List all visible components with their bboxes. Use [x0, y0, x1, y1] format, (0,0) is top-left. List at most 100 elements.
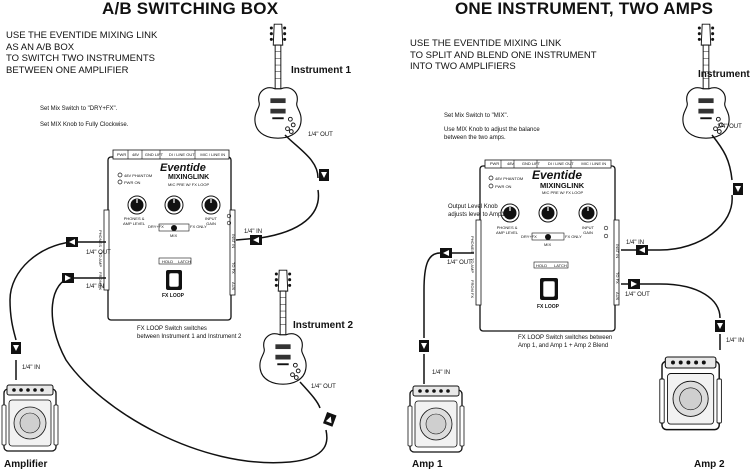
port-label: MIC / LINE IN [200, 152, 226, 157]
label-amp-1: Amp 1 [412, 459, 443, 470]
port-label: GND LIFT [144, 152, 164, 157]
jack-pedal-in-left [250, 235, 262, 245]
cables-right [423, 134, 733, 384]
left-description: USE THE EVENTIDE MIXING LINK AS AN A/B B… [6, 30, 158, 76]
pedal-right-fxloop: FX LOOP [537, 304, 559, 310]
pedal-left-fxloop: FX LOOP [162, 293, 184, 299]
label-amplifier: Amplifier [4, 459, 48, 470]
guitar-instrument-1 [254, 23, 302, 139]
pedal-left-led1: 48V PHANTOM [124, 173, 153, 178]
pedal-left [103, 149, 236, 321]
left-fxloop-note: FX LOOP Switch switches between Instrume… [137, 326, 242, 340]
pedal-right-knob1-label: PHONES & AMP LEVEL [496, 225, 519, 235]
pedal-right-side-port-phones: PHONES [470, 236, 475, 253]
jack-to-amp-left [66, 237, 78, 247]
pedal-left-side-port-to-amp: TO AMP [98, 252, 103, 268]
jack-from-fx-left [62, 273, 74, 283]
label-instrument-1: Instrument 1 [291, 65, 352, 76]
pedal-left-knob2-label: INPUT GAIN [205, 216, 217, 226]
pedal-right-hold: HOLD [536, 263, 548, 268]
label-instrument-right: Instrument [698, 69, 750, 80]
pedal-left-side-port-from-fx: FROM FX [98, 272, 103, 290]
pedal-left-knob1-label: PHONES & AMP LEVEL [123, 216, 146, 226]
port-label: MIC / LINE IN [581, 161, 607, 166]
pedal-left-model: MIXINGLINK [168, 174, 210, 181]
jack-amp2-in [715, 320, 725, 332]
pedal-right-side-port-to-fx: TO FX [615, 272, 620, 284]
pedal-right-brand: Eventide [532, 168, 583, 182]
right-note-mix-switch: Set Mix Switch to "MIX". [444, 113, 509, 119]
label-amp1-in: 1/4" IN [432, 370, 451, 376]
label-amp-in-left: 1/4" IN [22, 365, 41, 371]
pedal-right-mix: MIX [544, 242, 552, 247]
jack-to-amp2 [628, 279, 640, 289]
right-fxloop-note: FX LOOP Switch switches between Amp 1, a… [518, 335, 613, 349]
pedal-right-model: MIXINGLINK [540, 181, 585, 190]
left-title: A/B SWITCHING BOX [102, 0, 279, 18]
pedal-left-brand: Eventide [160, 162, 206, 174]
jack-to-amp1 [440, 248, 452, 258]
pedal-left-side-port-aux: AUX [231, 282, 236, 291]
right-output-note: Output Level Knob adjusts level to Amp1. [448, 204, 507, 218]
amplifier-1 [407, 385, 465, 453]
port-label: 48V [506, 161, 515, 166]
jack-amp-in-left [11, 342, 21, 354]
label-pedal-in-right: 1/4" IN [626, 240, 645, 246]
port-label: PWR [489, 161, 500, 166]
pedal-left-mix: MIX [170, 233, 178, 238]
pedal-right-knob2-label: INPUT GAIN [582, 225, 594, 235]
port-label: DI / LINE OUT [168, 152, 195, 157]
label-amp2-out: 1/4" OUT [625, 292, 650, 298]
pedal-right-switch-right: FX ONLY [565, 234, 582, 239]
label-amp-2: Amp 2 [694, 459, 725, 470]
label-pedal-out-left: 1/4" OUT [86, 250, 111, 256]
port-label: DI / LINE OUT [547, 161, 574, 166]
pedal-left-side-port-to-fx: TO FX [231, 262, 236, 274]
left-note-mix-switch: Set Mix Switch to "DRY+FX". [40, 106, 118, 112]
jack-inst-out-right [733, 183, 743, 195]
pedal-left-switch-left: DRY+FX [148, 224, 164, 229]
pedal-left-subtitle: MIC PRE W/ FX LOOP [168, 182, 210, 187]
pedal-right-led1: 48V PHANTOM [495, 176, 524, 181]
pedal-left-switch-right: FX ONLY [190, 224, 207, 229]
label-amp1-out: 1/4" OUT [447, 260, 472, 266]
pedal-right-led2: PWR ON [495, 184, 512, 189]
jack-amp1-in [419, 340, 429, 352]
jack-inst1-out [319, 169, 329, 181]
guitar-instrument-right [682, 23, 730, 139]
pedal-right [475, 159, 620, 332]
cables-left [9, 134, 328, 464]
pedal-left-led2: PWR ON [124, 180, 141, 185]
pedal-right-side-port-aux: AUX [615, 292, 620, 301]
pedal-right-subtitle: MIC PRE W/ FX LOOP [542, 190, 584, 195]
pedal-left-side-port-phones: PHONES [98, 230, 103, 247]
right-description: USE THE EVENTIDE MIXING LINK TO SPLIT AN… [410, 38, 597, 72]
label-inst2-out: 1/4" OUT [311, 384, 336, 390]
label-pedal-fx-in-left: 1/4" IN [86, 284, 105, 290]
pedal-left-hold: HOLD [162, 259, 174, 264]
pedal-right-latch: LATCH [554, 263, 567, 268]
amplifier-2 [659, 356, 723, 431]
port-label: PWR [116, 152, 127, 157]
port-label: GND LIFT [521, 161, 541, 166]
pedal-right-side-port-from-fx: FROM FX [470, 280, 475, 298]
left-note-mix-knob: Set MIX Knob to Fully Clockwise. [40, 122, 129, 128]
pedal-left-top-ports: PWR 48V GND LIFT DI / LINE OUT MIC / LIN… [114, 152, 228, 157]
label-inst-out-right: 1/4" OUT [717, 124, 742, 130]
label-amp2-in: 1/4" IN [726, 338, 745, 344]
pedal-left-latch: LATCH [178, 259, 191, 264]
jack-inst2-out [323, 412, 337, 427]
right-note-mix-knob: Use MIX Knob to adjust the balance betwe… [444, 127, 540, 141]
pedal-right-top-ports: PWR 48V GND LIFT DI / LINE OUT MIC / LIN… [486, 161, 610, 166]
label-pedal-in-left: 1/4" IN [244, 229, 263, 235]
pedal-right-switch-left: DRY+FX [521, 234, 537, 239]
pedal-left-side-port-inst-in: INST IN [231, 234, 236, 249]
label-inst1-out: 1/4" OUT [308, 132, 333, 138]
jack-pedal-in-right [636, 245, 648, 255]
amplifier-left [1, 384, 59, 452]
port-label: 48V [131, 152, 140, 157]
pedal-right-side-port-to-amp: TO AMP [470, 258, 475, 274]
pedal-right-side-port-inst-in: INST IN [615, 244, 620, 259]
label-instrument-2: Instrument 2 [293, 320, 354, 331]
